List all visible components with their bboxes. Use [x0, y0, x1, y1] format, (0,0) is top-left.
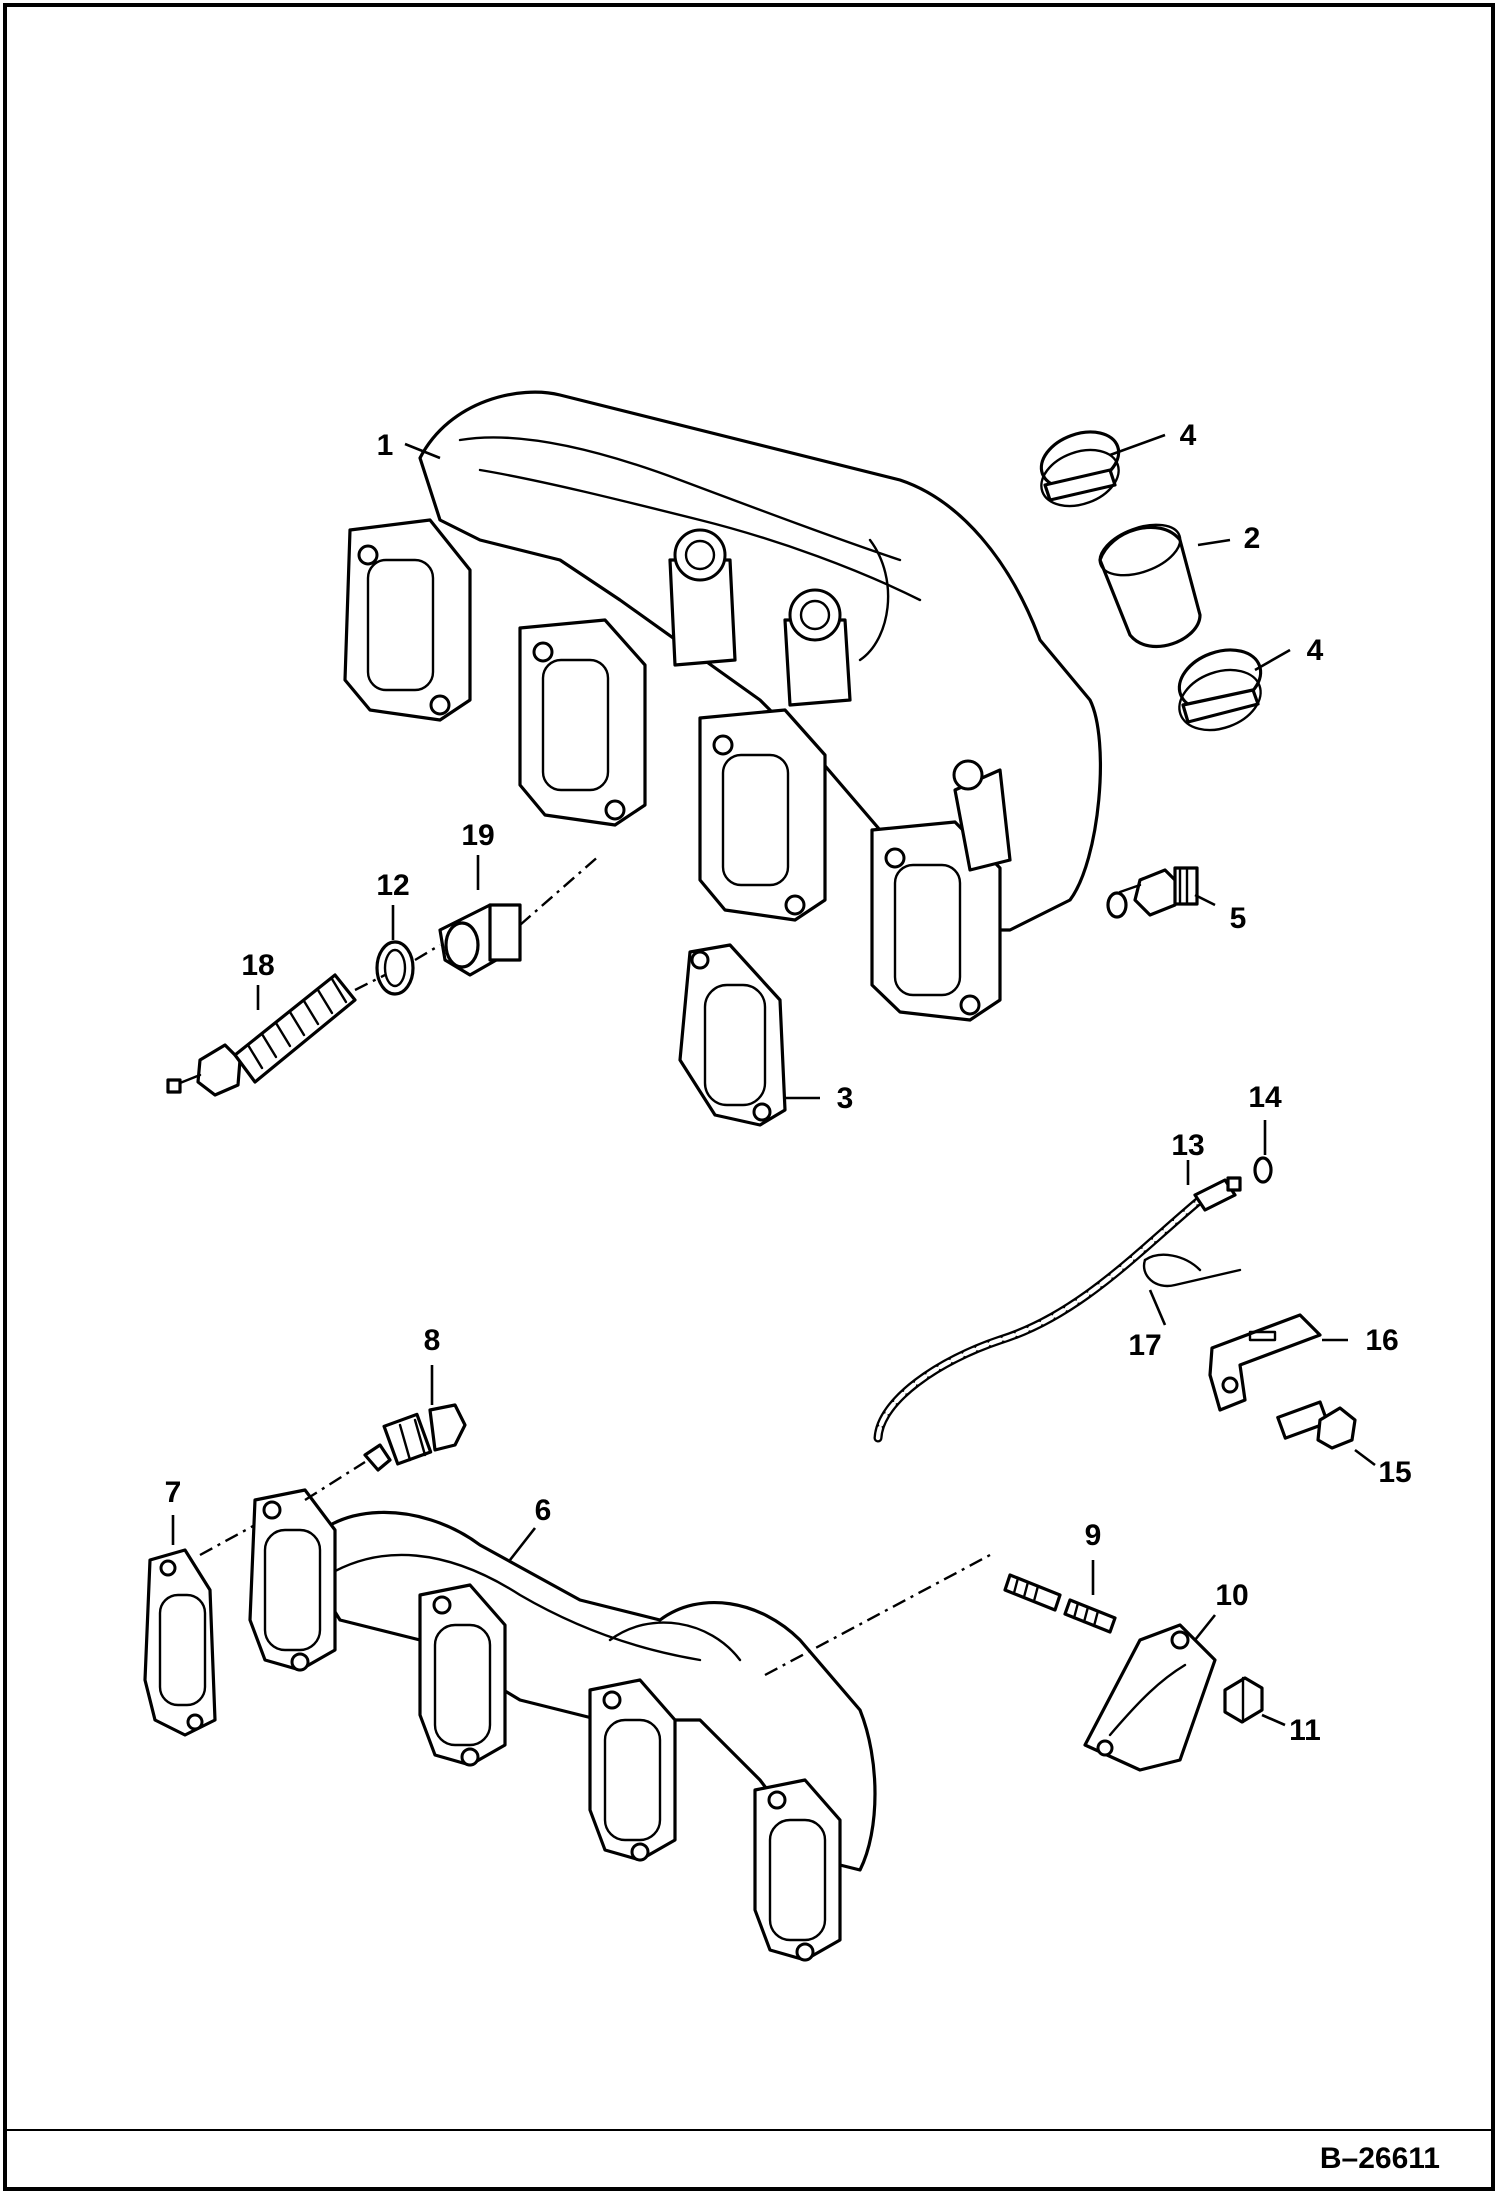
- callout-number: 12: [376, 869, 409, 902]
- stud-align-line: [764, 1553, 991, 1677]
- stud-part-9: [1003, 1573, 1117, 1634]
- bolt-part-15: [1276, 1400, 1357, 1450]
- callout-number: 1: [377, 429, 394, 462]
- callout-number: 9: [1085, 1519, 1102, 1552]
- hose: [1098, 523, 1202, 648]
- gasket-part-7: [143, 1548, 217, 1737]
- callout-16: 16: [1322, 1324, 1399, 1357]
- page-frame: [3, 3, 1495, 2191]
- callout-number: 5: [1230, 902, 1247, 935]
- exhaust-flange-3: [588, 1678, 677, 1862]
- callout-17: 17: [1128, 1289, 1167, 1362]
- intake-manifold: [343, 390, 1102, 1022]
- exhaust-plate-part-10: [1083, 1623, 1217, 1772]
- callout-number: 10: [1215, 1579, 1248, 1612]
- callout-5: 5: [1194, 893, 1247, 935]
- callout-11: 11: [1261, 1713, 1321, 1747]
- callout-number: 7: [165, 1476, 182, 1509]
- seal-washer-part-14: [1253, 1156, 1273, 1184]
- callout-number: 18: [241, 949, 274, 982]
- manifold-boss-2: [783, 588, 852, 707]
- adapter-part-19: [438, 903, 522, 977]
- callout-number: 19: [461, 819, 494, 852]
- callout-number: 14: [1248, 1081, 1282, 1114]
- callout-number: 2: [1244, 522, 1261, 555]
- callout-3: 3: [785, 1082, 853, 1115]
- o-ring-part-12: [375, 940, 415, 996]
- callout-number: 13: [1171, 1129, 1204, 1162]
- callout-number: 17: [1128, 1329, 1161, 1362]
- sensor-part-5: [1106, 866, 1199, 919]
- manifold-flange-3: [698, 708, 827, 922]
- sensor-part-8: [363, 1403, 467, 1472]
- callout-15: 15: [1354, 1448, 1412, 1489]
- callout-4b: 4: [1254, 634, 1324, 672]
- callout-19: 19: [461, 819, 495, 890]
- callout-8: 8: [424, 1324, 441, 1405]
- figure-code: B–26611: [1320, 2142, 1440, 2175]
- callout-number: 4: [1307, 634, 1324, 667]
- manifold-flange-1: [343, 518, 472, 722]
- bracket-part-16: [1208, 1313, 1322, 1412]
- callout-number: 11: [1289, 1714, 1321, 1747]
- callout-6: 6: [508, 1494, 552, 1561]
- callout-14: 14: [1248, 1081, 1282, 1155]
- heater-assembly-line-2: [414, 943, 441, 962]
- manifold-boss-1: [668, 528, 737, 667]
- exhaust-flange-4: [753, 1778, 842, 1962]
- nut-part-11: [1223, 1676, 1264, 1724]
- gasket-7-align-line: [199, 1523, 256, 1557]
- exhaust-flange-1: [248, 1488, 337, 1672]
- sensor-line-part-13: [873, 1176, 1242, 1443]
- callout-7: 7: [165, 1476, 182, 1545]
- callout-number: 4: [1180, 419, 1197, 452]
- manifold-flange-2: [518, 618, 647, 827]
- callout-number: 15: [1378, 1456, 1411, 1489]
- callout-18: 18: [241, 949, 275, 1010]
- callout-2: 2: [1197, 522, 1261, 555]
- hose-clamp-upper: [1039, 430, 1121, 508]
- exhaust-flange-2: [418, 1583, 507, 1767]
- clip-part-17: [1142, 1253, 1242, 1288]
- heater-assembly-line: [354, 973, 386, 992]
- callout-10: 10: [1193, 1579, 1249, 1641]
- callout-number: 6: [535, 1494, 552, 1527]
- callout-number: 3: [837, 1082, 854, 1115]
- callout-number: 16: [1365, 1324, 1398, 1357]
- callout-number: 8: [424, 1324, 441, 1357]
- sensor-8-align-line: [304, 1460, 366, 1502]
- gasket-part-3: [678, 943, 787, 1127]
- hose-clamp-lower: [1177, 648, 1263, 732]
- callout-12: 12: [376, 869, 410, 940]
- manifold-flange-4: [870, 759, 1012, 1022]
- heater-to-manifold-line: [519, 854, 601, 926]
- exhaust-manifold: [248, 1488, 877, 1962]
- callout-1: 1: [377, 429, 441, 462]
- grid-heater-part-18: [166, 973, 357, 1097]
- callout-9: 9: [1085, 1519, 1102, 1595]
- callout-4a: 4: [1109, 419, 1197, 457]
- callout-13: 13: [1171, 1129, 1205, 1185]
